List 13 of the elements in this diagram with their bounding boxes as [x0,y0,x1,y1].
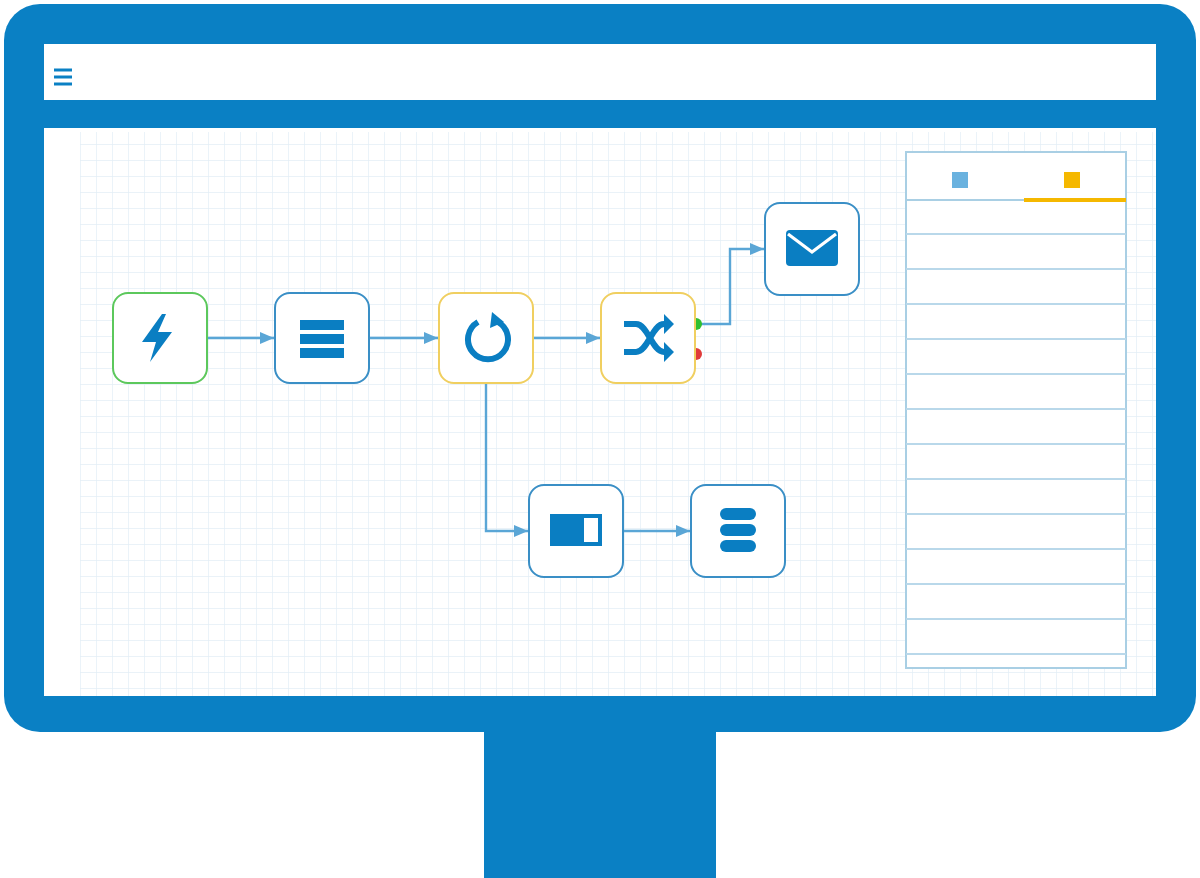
step-node [528,484,624,578]
step-node [690,484,786,578]
step-node [438,292,534,384]
step-node [274,292,370,384]
connector-arrow [208,332,274,344]
connector-arrow [534,332,600,344]
connector-arrow [696,243,764,326]
step-node [112,292,208,384]
connector-arrow [370,332,438,344]
step-node [600,292,696,384]
connector-arrow [624,525,690,537]
connector-arrow [484,384,528,537]
step-node [764,202,860,296]
